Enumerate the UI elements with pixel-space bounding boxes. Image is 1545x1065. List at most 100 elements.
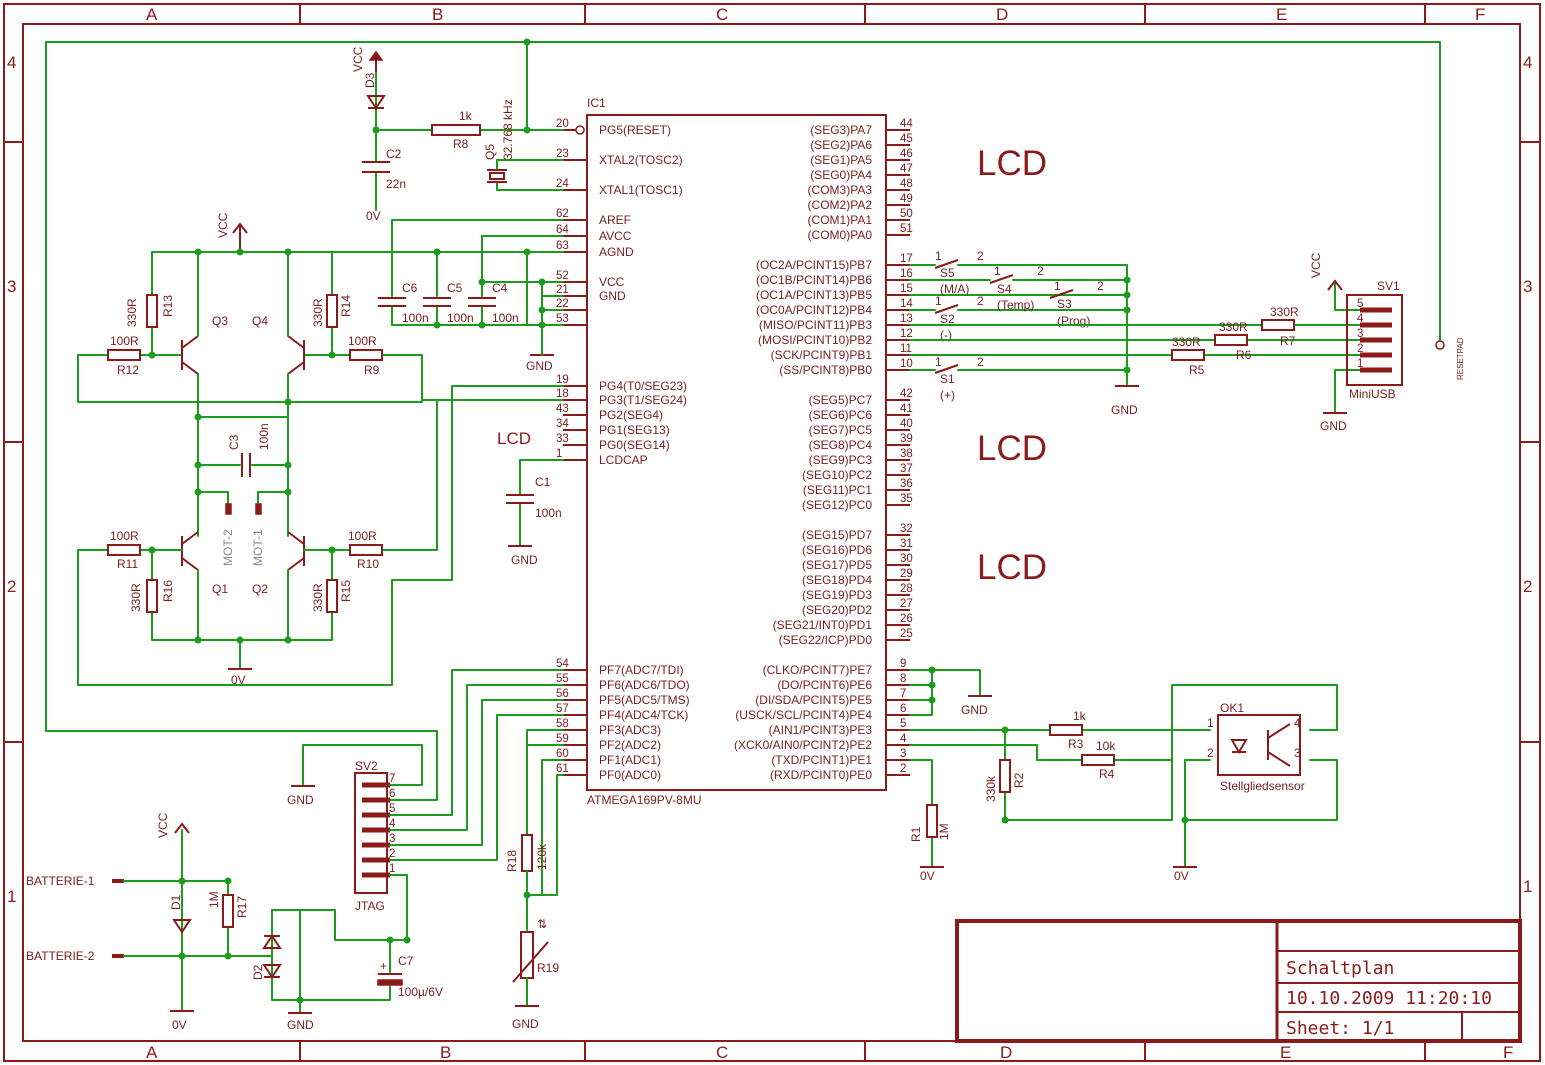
mcu-pin-name: (DO/PCINT6)PE6 (777, 678, 872, 692)
mcu-pin-name: AGND (599, 245, 634, 259)
mcu-pin-name: (USCK/SCL/PCINT4)PE4 (735, 708, 872, 722)
mcu-pin-number: 12 (900, 328, 913, 340)
sv1-vcc-label: VCC (1309, 252, 1323, 278)
mcu-pin-name: (SS/PCINT8)PB0 (779, 363, 872, 377)
mcu-pin-number: 41 (900, 403, 913, 415)
mcu-pin-49: 49(COM2)PA2 (808, 193, 913, 212)
sv2-pin-4: 4 (362, 818, 396, 833)
s1-pin2: 2 (977, 355, 984, 369)
mcu-pin-name: (SEG10)PC2 (802, 468, 872, 482)
sv1-pin-number: 4 (1357, 313, 1364, 325)
mcu-pin-44: 44(SEG3)PA7 (810, 118, 913, 137)
mcu-pin-number: 14 (900, 298, 913, 310)
mcu-pin-5: 5(AIN1/PCINT3)PE3 (769, 718, 910, 737)
sv2-pin-number: 5 (389, 803, 395, 815)
mcu-pin-name: (SEG3)PA7 (810, 123, 872, 137)
mcu-pin-name: (SEG18)PD4 (802, 573, 872, 587)
r15-value: 330R (311, 583, 325, 612)
mcu-pin-15: 15(OC1A/PCINT13)PB5 (756, 283, 913, 302)
sv1-pin-5: 5 (1357, 298, 1392, 313)
mcu-pin-name: (SEG5)PC7 (809, 393, 873, 407)
battery-2-label: BATTERIE-2 (26, 949, 95, 963)
ok1-part: Stellgliedsensor (1220, 779, 1305, 793)
r11-value: 100R (110, 529, 139, 543)
mcu-pin-number: 49 (900, 193, 913, 205)
r18-value: 120k (535, 843, 549, 870)
mcu-pin-number: 53 (556, 313, 569, 325)
mcu-pin-number: 27 (900, 598, 913, 610)
r4-value: 10k (1096, 739, 1116, 753)
drawing-frame: A B C D E F A B C D E F 4 3 2 1 4 3 2 1 (3, 3, 1541, 1062)
frame-col-e-top: E (1276, 5, 1287, 24)
s5-note: (M/A) (940, 282, 969, 296)
r10-value: 100R (348, 529, 377, 543)
r8-value: 1k (459, 109, 473, 123)
mcu-pin-name: VCC (599, 275, 625, 289)
mcu-pin-name: (SEG9)PC3 (809, 453, 873, 467)
r5-label: R5 (1189, 363, 1205, 377)
mcu-pin-number: 28 (900, 583, 913, 595)
r17-value: 1M (207, 891, 221, 908)
mcu-pin-number: 32 (900, 523, 913, 535)
r9-value: 100R (348, 334, 377, 348)
frame-col-a-bottom: A (146, 1043, 158, 1062)
ok1-pin2: 2 (1207, 746, 1214, 760)
mcu-pin-number: 9 (900, 658, 906, 670)
s4-pin2: 2 (1037, 264, 1044, 278)
mcu-pin-name: (OC1B/PCINT14)PB6 (756, 273, 872, 287)
mcu-pin-36: 36(SEG11)PC1 (803, 478, 913, 497)
mcu-pin-number: 43 (556, 403, 569, 415)
sv1-pin-2: 2 (1357, 343, 1392, 358)
mcu-pin-number: 55 (556, 673, 569, 685)
mcu-pin-number: 38 (900, 448, 913, 460)
mcu-pin-name: PG3(T1/SEG24) (599, 393, 687, 407)
r3-value: 1k (1073, 709, 1087, 723)
mcu-pin-39: 39(SEG8)PC4 (809, 433, 913, 452)
button-section: GND 1 2 S5 (M/A) 1 2 S4 (Temp) 1 2 S3 (P… (909, 249, 1139, 417)
d2-label: D2 (251, 964, 265, 980)
sv2-pin-1: 1 (362, 863, 395, 878)
ok1-pin3: 3 (1294, 746, 1301, 760)
mcu-pin-name: PF0(ADC0) (599, 768, 661, 782)
resetpad-label: RESETPAD (1456, 337, 1465, 380)
frame-col-b-top: B (432, 5, 443, 24)
battery-section: BATTERIE-1 BATTERIE-2 VCC D1 0V 1M R17 D… (26, 812, 443, 1032)
mcu-pin-name: PG0(SEG14) (599, 438, 670, 452)
sv2-pin-number: 3 (389, 833, 395, 845)
q1-label: Q1 (212, 582, 228, 596)
mcu-pin-name: (OC1A/PCINT13)PB5 (756, 288, 872, 302)
r12-value: 100R (110, 334, 139, 348)
sv1-pin-number: 2 (1357, 343, 1363, 355)
mcu-pin-name: PF1(ADC1) (599, 753, 661, 767)
mcu-pin-number: 36 (900, 478, 913, 490)
sv1-pin-3: 3 (1357, 328, 1392, 343)
mcu-pin-name: (MISO/PCINT11)PB3 (759, 318, 872, 332)
c1-value: 100n (535, 506, 562, 520)
mcu-pin-number: 13 (900, 313, 913, 325)
mcu-pin-29: 29(SEG18)PD4 (802, 568, 913, 587)
c2-ground-label: 0V (366, 209, 381, 223)
mcu-pin-48: 48(COM3)PA3 (808, 178, 913, 197)
sv2-pin-number: 1 (389, 863, 395, 875)
mcu-pin-number: 8 (900, 673, 906, 685)
mcu-pin-name: (TXD/PCINT1)PE1 (771, 753, 872, 767)
mcu-pin-number: 62 (556, 208, 569, 220)
mcu-pin-number: 19 (556, 374, 569, 386)
mcu-pin-number: 40 (900, 418, 913, 430)
mcu-pin-26: 26(SEG21/INT0)PD1 (773, 613, 913, 632)
power-filter-section: C6 C5 C4 100n 100n 100n GND VCC (151, 212, 564, 373)
mcu-pin-name: (XCK0/AIN0/PCINT2)PE2 (734, 738, 872, 752)
d3-label: D3 (363, 72, 377, 88)
jtag-gnd-label: GND (287, 793, 314, 807)
mcu-pin-number: 54 (556, 658, 569, 670)
mcu-pin-name: PF2(ADC2) (599, 738, 661, 752)
mcu-pin-name: PG1(SEG13) (599, 423, 670, 437)
sv1-pin-number: 5 (1357, 298, 1363, 310)
title-block: Schaltplan 10.10.2009 11:20:10 Sheet: 1/… (955, 919, 1522, 1043)
frame-row-2-right: 2 (1523, 577, 1532, 596)
